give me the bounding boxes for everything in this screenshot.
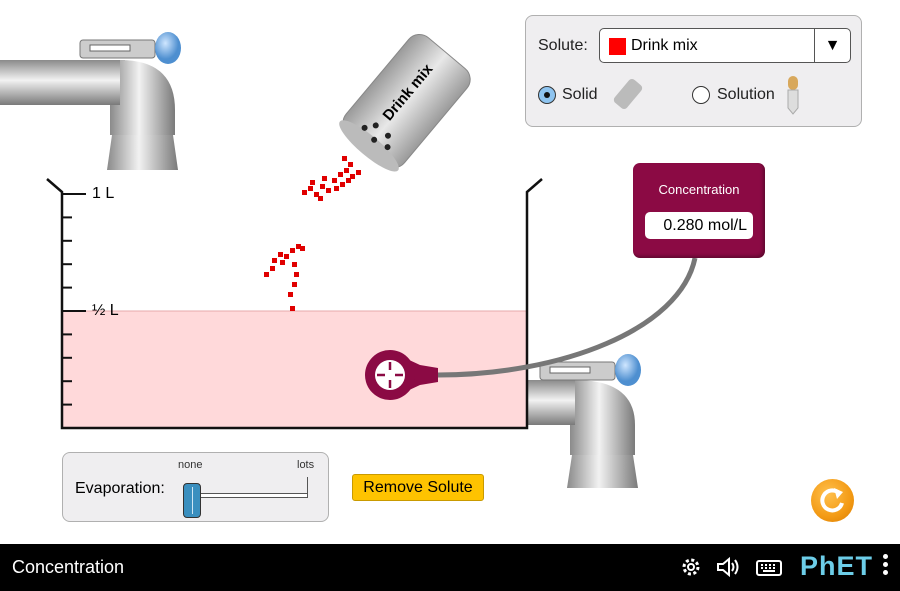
- solute-particle: [326, 188, 331, 193]
- solute-particle: [280, 260, 285, 265]
- solvent-faucet[interactable]: [0, 32, 181, 170]
- solid-radio[interactable]: [538, 86, 556, 104]
- solute-particle: [318, 196, 323, 201]
- solute-particle: [344, 168, 349, 173]
- probe-wire: [437, 257, 698, 378]
- solution-label: Solution: [717, 86, 775, 103]
- solute-particle: [342, 156, 347, 161]
- solid-label: Solid: [562, 86, 598, 103]
- solute-particle: [322, 176, 327, 181]
- solute-particle: [264, 272, 269, 277]
- reset-icon: [820, 488, 844, 513]
- meter-value: 0.280 mol/L: [645, 212, 753, 239]
- solute-particle: [278, 252, 283, 257]
- gear-icon[interactable]: [680, 555, 702, 579]
- remove-solute-button[interactable]: Remove Solute: [352, 474, 484, 501]
- solute-particle: [334, 186, 339, 191]
- beaker: [46, 178, 543, 430]
- faucet-knob[interactable]: [615, 354, 641, 386]
- solute-particle: [300, 246, 305, 251]
- solute-particle: [308, 186, 313, 191]
- solute-particle: [338, 172, 343, 177]
- solute-combo-box[interactable]: Drink mix ▼: [599, 28, 851, 63]
- volume-label-1l: 1 L: [92, 185, 115, 202]
- sim-title: Concentration: [12, 557, 125, 577]
- solution: [62, 311, 527, 428]
- navigation-bar: Concentration PhET: [0, 544, 900, 591]
- slider-tick: [307, 477, 308, 497]
- dropper-icon: [787, 76, 799, 115]
- keyboard-icon[interactable]: [755, 555, 783, 579]
- solute-color-swatch: [609, 38, 626, 55]
- evaporation-slider-thumb[interactable]: [183, 483, 201, 518]
- solute-particle: [314, 192, 319, 197]
- drink-mix-shaker[interactable]: Drink mix: [333, 29, 475, 178]
- slider-min-label: none: [178, 459, 203, 471]
- solute-particle: [332, 178, 337, 183]
- evaporation-panel: Evaporation: none lots: [62, 452, 329, 522]
- evaporation-label: Evaporation:: [75, 480, 165, 497]
- drain-faucet[interactable]: [527, 354, 641, 488]
- concentration-meter[interactable]: Concentration 0.280 mol/L: [633, 163, 765, 258]
- solute-panel: Solute: Drink mix ▼ Solid Solution: [525, 15, 862, 127]
- solute-particle: [296, 244, 301, 249]
- solute-particle: [340, 182, 345, 187]
- solute-particle: [356, 170, 361, 175]
- slider-max-label: lots: [297, 459, 315, 471]
- solute-particle: [310, 180, 315, 185]
- volume-label-half: ½ L: [92, 302, 119, 319]
- solute-particle: [350, 174, 355, 179]
- solute-selected: Drink mix: [631, 37, 698, 54]
- speaker-icon[interactable]: [716, 555, 742, 579]
- concentration-probe[interactable]: [365, 350, 438, 400]
- solute-particles: [264, 156, 361, 311]
- solute-particle: [290, 306, 295, 311]
- solute-label: Solute:: [538, 37, 588, 54]
- reset-all-button[interactable]: [811, 479, 854, 522]
- menu-dots-icon[interactable]: [883, 554, 889, 578]
- solute-particle: [270, 266, 275, 271]
- solute-particle: [348, 162, 353, 167]
- evaporation-slider-track[interactable]: [193, 493, 308, 498]
- solute-particle: [346, 178, 351, 183]
- solute-particle: [272, 258, 277, 263]
- solute-particle: [294, 272, 299, 277]
- faucet-knob[interactable]: [155, 32, 181, 64]
- solute-particle: [288, 292, 293, 297]
- solute-particle: [320, 184, 325, 189]
- dropdown-arrow-icon[interactable]: ▼: [814, 29, 850, 62]
- solute-particle: [292, 262, 297, 267]
- solute-particle: [284, 254, 289, 259]
- solute-particle: [302, 190, 307, 195]
- solute-particle: [290, 248, 295, 253]
- meter-title: Concentration: [658, 182, 740, 197]
- shaker-icon: [613, 79, 643, 109]
- sim-scene: Drink mix: [0, 29, 698, 488]
- solute-particle: [292, 282, 297, 287]
- phet-logo[interactable]: PhET: [800, 551, 874, 581]
- solution-radio[interactable]: [692, 86, 710, 104]
